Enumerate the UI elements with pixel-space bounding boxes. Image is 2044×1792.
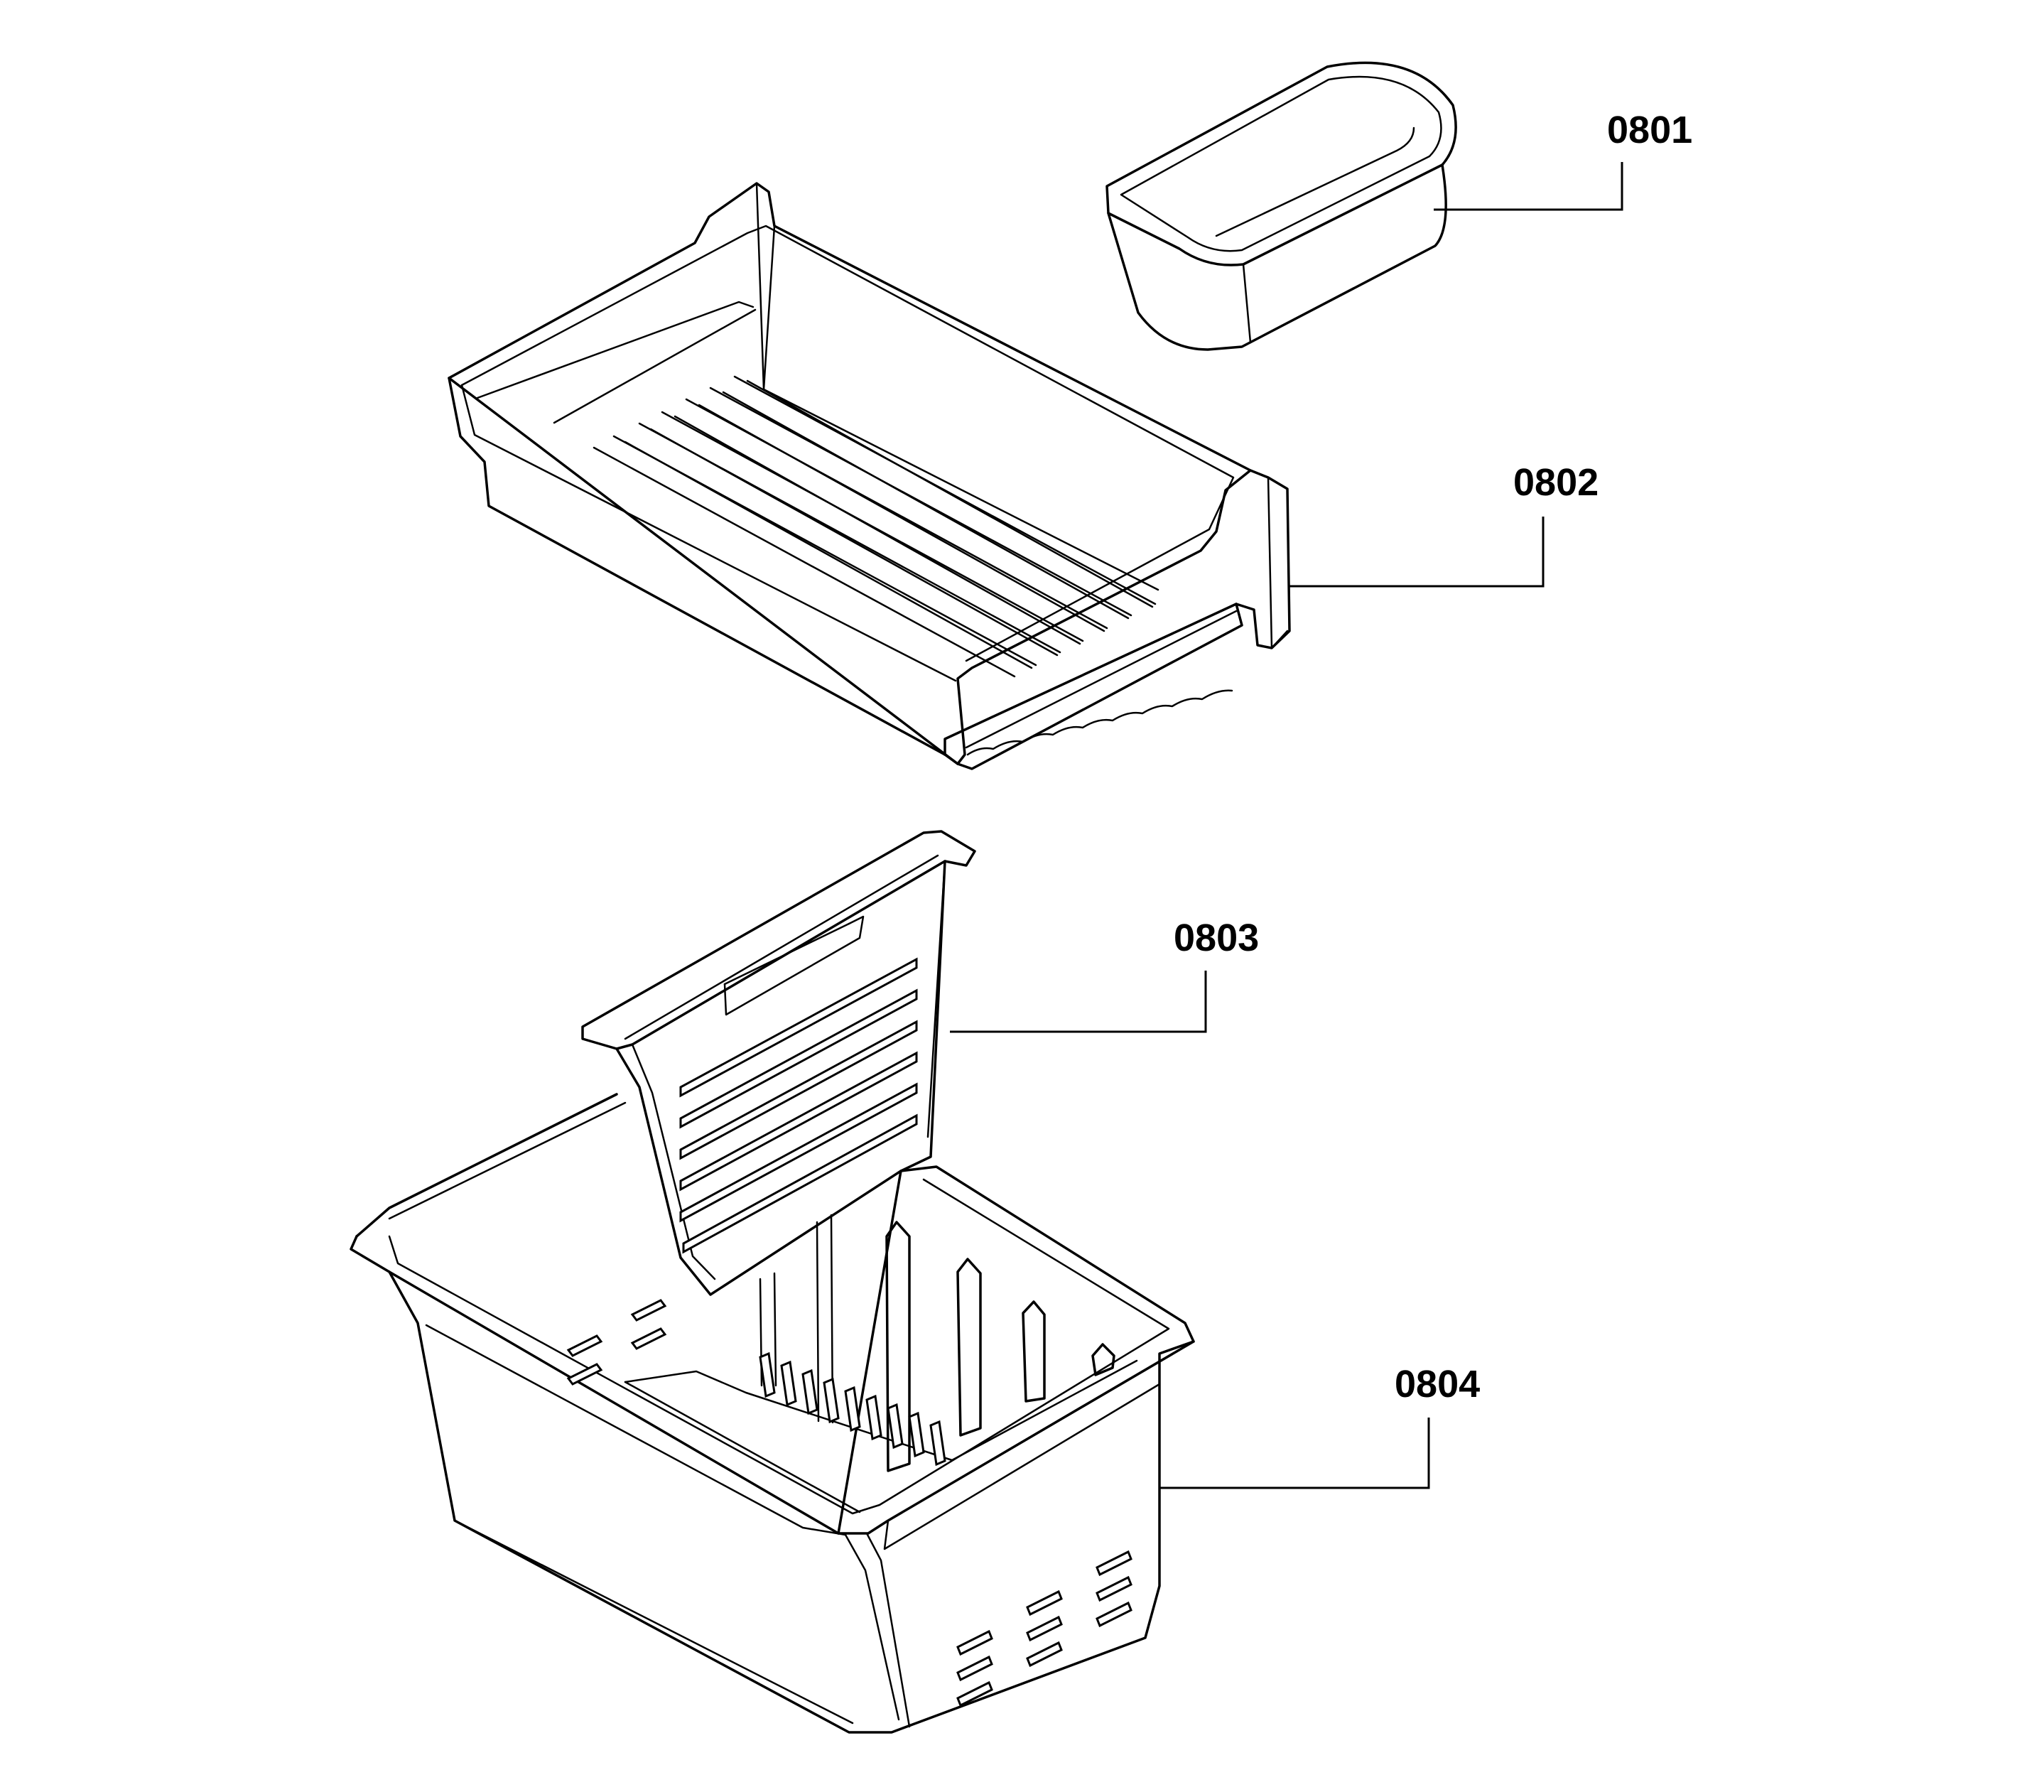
part-label-0801: 0801 xyxy=(1607,109,1693,151)
part-label-0804: 0804 xyxy=(1395,1363,1481,1405)
part-label-0802: 0802 xyxy=(1513,461,1599,504)
leader-line-0804 xyxy=(1160,1418,1430,1489)
part-label-0803: 0803 xyxy=(1174,917,1260,959)
egg-bin-icon xyxy=(1105,61,1457,351)
leader-line-0802 xyxy=(1289,517,1545,588)
leader-line-0801 xyxy=(1434,162,1623,211)
lower-freezer-basket-icon xyxy=(350,1093,1195,1734)
upper-drawer-tray-icon xyxy=(448,182,1291,770)
basket-divider-icon xyxy=(581,830,976,1296)
leader-line-0803 xyxy=(950,971,1207,1033)
